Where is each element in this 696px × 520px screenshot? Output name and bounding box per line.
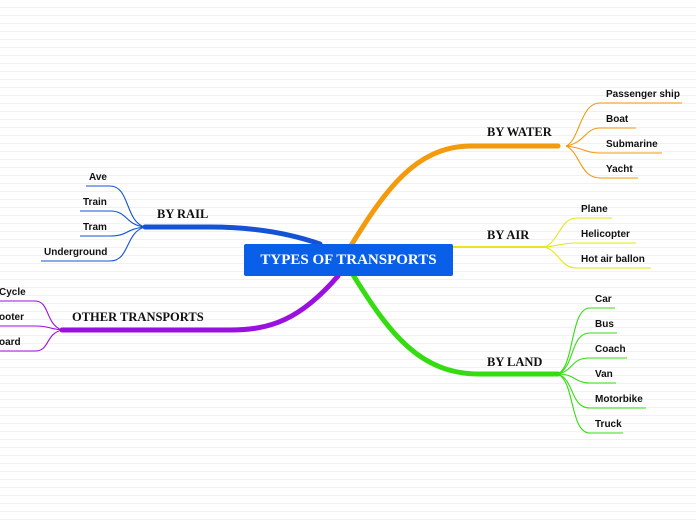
connector-rail [142,224,323,247]
rail-subconnectors [41,185,146,262]
branch-by-rail[interactable]: BY RAIL [157,207,209,221]
central-topic[interactable]: TYPES OF TRANSPORTS [244,244,453,276]
leaf-bus[interactable]: Bus [595,319,614,330]
leaf-scooter[interactable]: ooter [0,312,24,323]
leaf-board[interactable]: oard [0,337,21,348]
connector-other [59,273,341,333]
leaf-ave[interactable]: Ave [89,172,107,183]
water-subconnectors [565,102,682,179]
connector-water [344,143,561,255]
leaf-motorbike[interactable]: Motorbike [595,394,643,405]
leaf-truck[interactable]: Truck [595,419,622,430]
branch-other-transports[interactable]: OTHER TRANSPORTS [72,310,204,324]
leaf-tram[interactable]: Tram [83,222,107,233]
leaf-car[interactable]: Car [595,294,612,305]
branch-by-water[interactable]: BY WATER [487,125,552,139]
other-subconnectors [0,300,63,352]
leaf-train[interactable]: Train [83,197,107,208]
leaf-cycle[interactable]: Cycle [0,287,26,298]
leaf-boat[interactable]: Boat [606,114,629,125]
leaf-passenger-ship[interactable]: Passenger ship [606,89,680,100]
leaf-coach[interactable]: Coach [595,344,626,355]
land-subconnectors [557,307,646,434]
leaf-helicopter[interactable]: Helicopter [581,229,630,240]
leaf-van[interactable]: Van [595,369,613,380]
branch-by-air[interactable]: BY AIR [487,228,530,242]
leaf-hot-air-ballon[interactable]: Hot air ballon [581,254,645,265]
leaf-plane[interactable]: Plane [581,204,608,215]
leaf-yacht[interactable]: Yacht [606,164,633,175]
air-subconnectors [544,217,651,269]
connector-land [347,267,561,377]
leaf-submarine[interactable]: Submarine [606,139,658,150]
leaf-underground[interactable]: Underground [44,247,108,258]
branch-by-land[interactable]: BY LAND [487,355,543,369]
